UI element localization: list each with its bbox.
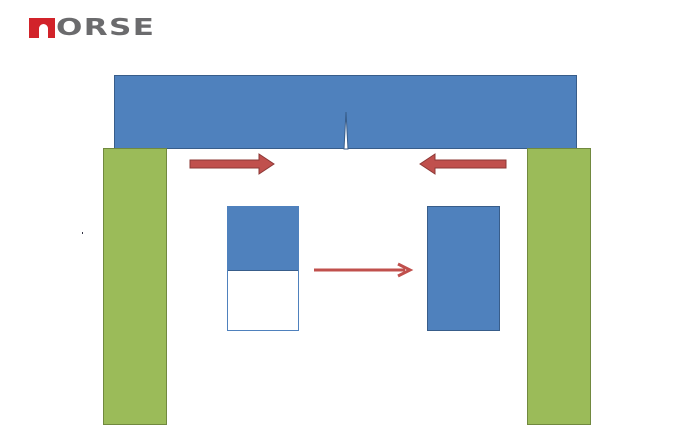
stray-dot	[82, 232, 83, 234]
right-pillar	[527, 148, 591, 425]
arrow-left-icon	[419, 153, 507, 175]
left-pillar	[103, 148, 167, 425]
block-fill	[228, 207, 298, 271]
full-block	[427, 206, 500, 331]
crack-icon	[343, 111, 349, 150]
horse-logo: ORSE	[29, 17, 154, 40]
arrow-right-icon	[189, 153, 275, 175]
half-filled-block	[227, 206, 299, 331]
horse-head-icon	[29, 18, 55, 38]
logo-text: ORSE	[56, 15, 156, 41]
transition-arrow-icon	[314, 262, 414, 278]
